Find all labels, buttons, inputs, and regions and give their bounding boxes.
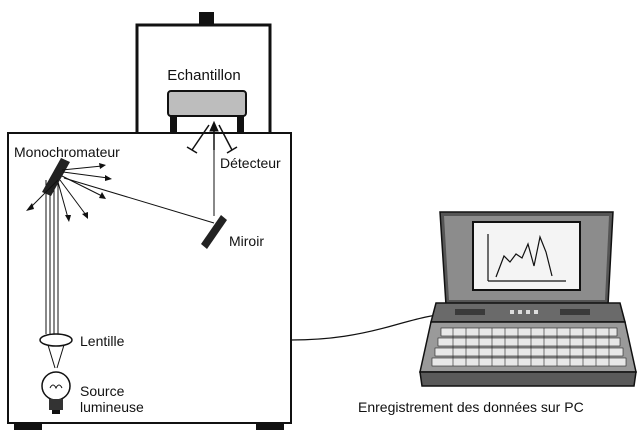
sample-holder [167, 90, 247, 133]
light-bulb [41, 371, 71, 414]
keyboard-key-lines [452, 328, 610, 366]
lentille-label: Lentille [80, 333, 125, 349]
caption: Enregistrement des données sur PC [358, 399, 584, 415]
diffracted-rays [29, 165, 215, 224]
ray-arrowheads [26, 163, 112, 222]
monochromator-grating [42, 158, 70, 196]
spectrometer-housing [7, 132, 292, 430]
detector [186, 124, 238, 154]
monochromateur-label: Monochromateur [14, 144, 120, 160]
echantillon-label: Echantillon [167, 67, 240, 84]
sample-compartment: Echantillon [135, 12, 272, 133]
keyboard [431, 327, 627, 367]
miroir-label: Miroir [229, 233, 264, 249]
mirror [201, 215, 227, 249]
input-beam [45, 180, 65, 369]
laptop [419, 211, 637, 387]
screen-spectrum-plot [487, 234, 566, 282]
source-label-line1: Source [80, 383, 125, 399]
detecteur-label: Détecteur [220, 155, 281, 171]
laptop-screen [472, 221, 581, 291]
source-label-line2: lumineuse [80, 399, 144, 415]
lens [39, 333, 73, 347]
